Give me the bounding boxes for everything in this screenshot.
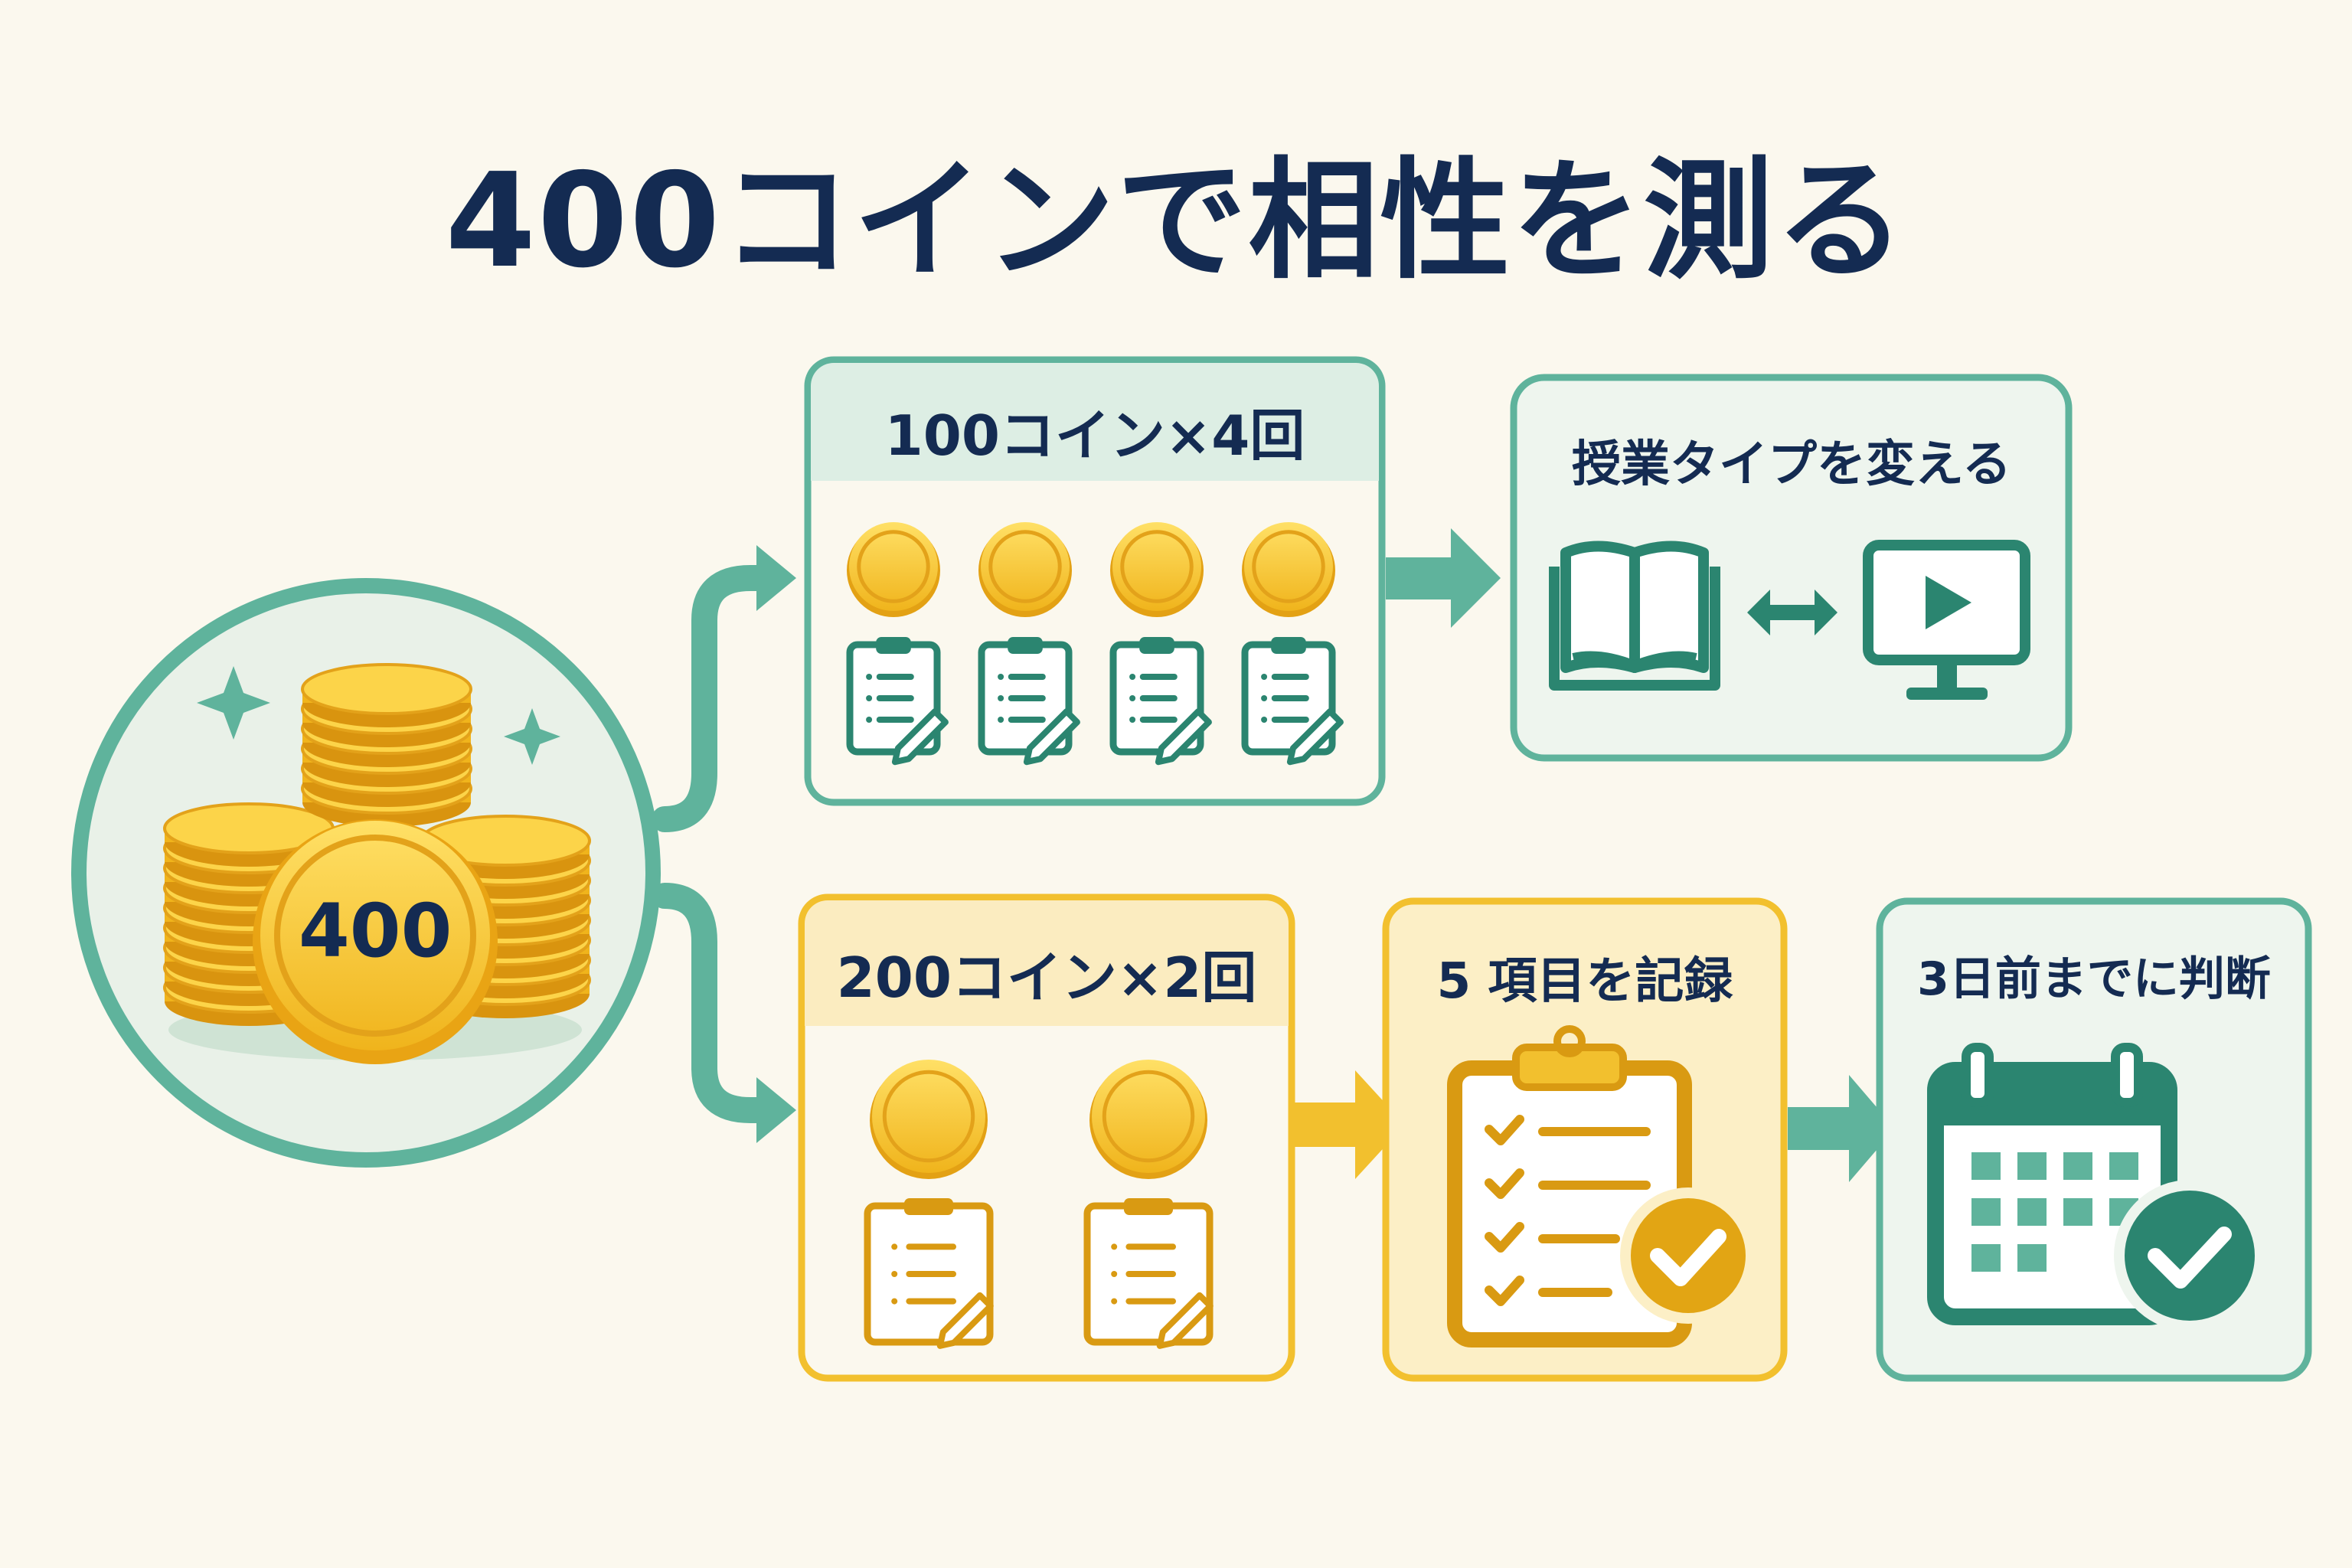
coin-icon [1089,1060,1207,1179]
checklist-clipboard-icon [1447,1025,1756,1348]
connector-bottom [652,883,771,1123]
clipboard-pencil-icon [1241,637,1344,766]
coin-icon [847,522,940,617]
branch-box-100 [804,356,1386,806]
coin-stack [301,663,472,827]
visit-coins-bottom [870,1060,1207,1179]
arrow-to-record [1294,1070,1405,1179]
result-title: 授業タイプを変える [1571,436,2012,493]
clipboard-pencil-icon [1109,637,1212,766]
visit-coins-top [847,522,1335,617]
video-monitor-icon [1863,540,2030,700]
deadline-title: 3日前までに判断 [1917,952,2271,1006]
coin-icon [870,1060,988,1179]
branch-header-100: 100コイン×4回 [884,403,1305,468]
branch-header-200: 200コイン×2回 [836,946,1257,1010]
clipboard-pencil-icon [978,637,1080,766]
arrow-head-bottom [756,1077,796,1143]
arrow-head-top [756,545,796,611]
clipboard-pencil-icon [846,637,949,766]
connector-top [652,565,771,832]
coin-icon [978,522,1072,617]
coin-icon [1110,522,1204,617]
sparkle-icon [197,666,270,740]
swap-arrows-icon [1747,590,1838,635]
clipboard-pencil-icon [864,1198,994,1349]
arrow-to-result [1386,528,1501,628]
visit-clipboards-top [846,637,1344,766]
sparkle-icon [504,708,560,765]
record-title: 5 項目を記録 [1436,953,1733,1010]
arrow-to-deadline [1788,1075,1895,1182]
clipboard-pencil-icon [1083,1198,1214,1349]
visit-clipboards-bottom [864,1198,1214,1349]
budget-coin-label: 400 [299,888,452,974]
branch-connectors [652,565,771,1123]
book-icon [1549,541,1720,691]
coin-icon [1242,522,1335,617]
calendar-check-icon [1927,1043,2265,1331]
page-title: 400コインで相性を測る [445,145,1907,297]
big-coin [253,819,498,1064]
